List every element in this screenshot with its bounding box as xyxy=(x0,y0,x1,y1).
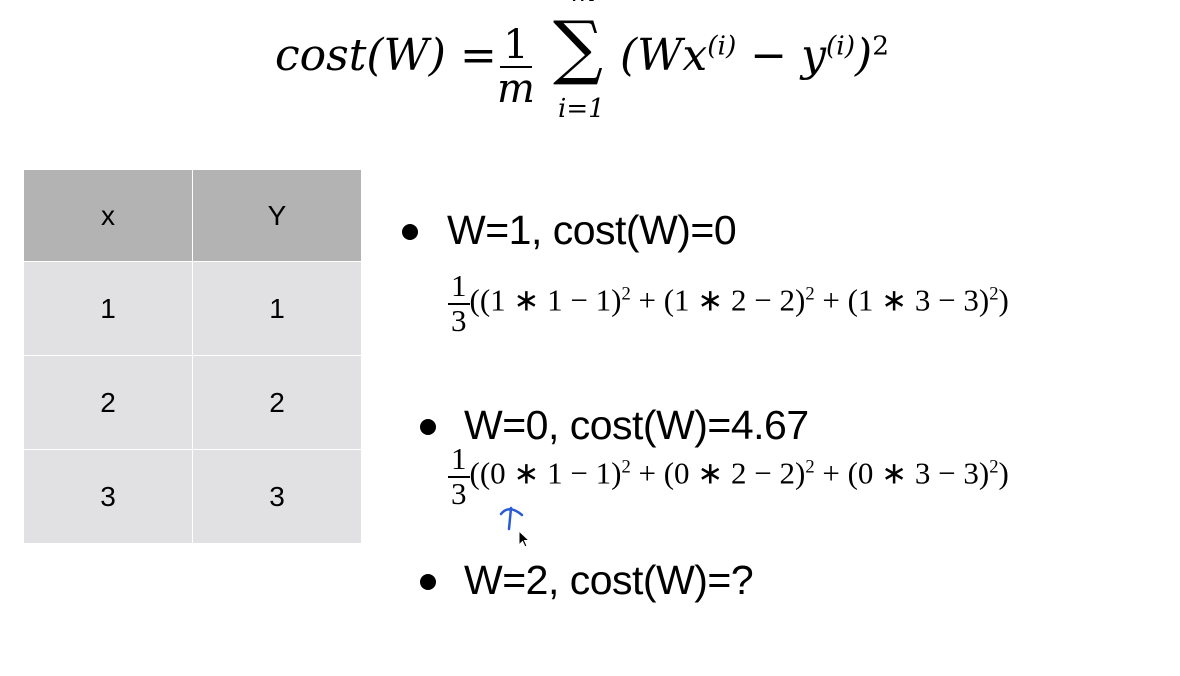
bullet-icon xyxy=(420,574,436,590)
cell: 3 xyxy=(23,449,193,544)
formula-lhs: cost(W) = xyxy=(275,30,497,81)
header-x: x xyxy=(23,169,193,262)
body-open: (Wx xyxy=(620,30,708,81)
bullet-w2: W=2, cost(W)=? xyxy=(464,557,754,603)
power: 2 xyxy=(805,456,815,478)
denominator: 3 xyxy=(451,475,467,511)
numerator: 1 xyxy=(448,442,470,478)
power: 2 xyxy=(989,456,999,478)
bullet-icon xyxy=(420,419,436,435)
tail: ) xyxy=(998,455,1009,491)
cell: 2 xyxy=(191,355,363,450)
numerator: 1 xyxy=(500,24,532,68)
close-paren: ) xyxy=(855,30,873,81)
sum-upper: m xyxy=(571,0,596,8)
power: 2 xyxy=(989,283,999,305)
power: 2 xyxy=(621,283,631,305)
power: 2 xyxy=(805,283,815,305)
sum-lower: i=1 xyxy=(558,94,605,124)
power: 2 xyxy=(872,30,889,62)
tail: ) xyxy=(998,282,1009,318)
sup-i: (i) xyxy=(825,30,856,62)
term: + (0 ∗ 3 − 3) xyxy=(814,455,990,491)
header-y: Y xyxy=(191,169,363,262)
bullet-w0: W=0, cost(W)=4.67 xyxy=(464,402,809,448)
term: ((0 ∗ 1 − 1) xyxy=(469,455,622,491)
formula-body: (Wx(i) − y(i))2 xyxy=(620,30,889,81)
term: + (1 ∗ 3 − 3) xyxy=(814,282,990,318)
mouse-cursor-icon xyxy=(518,530,531,548)
denominator: 3 xyxy=(451,302,467,338)
denominator: m xyxy=(497,66,535,112)
numerator: 1 xyxy=(448,269,470,305)
pen-arrow-annotation-icon xyxy=(499,506,524,531)
term: ((1 ∗ 1 − 1) xyxy=(469,282,622,318)
power: 2 xyxy=(621,456,631,478)
cell: 1 xyxy=(191,261,363,356)
sup-i: (i) xyxy=(707,30,737,62)
term: + (1 ∗ 2 − 2) xyxy=(630,282,806,318)
bullet-w1: W=1, cost(W)=0 xyxy=(447,207,737,253)
cell: 3 xyxy=(191,449,363,544)
sum-symbol: ∑ xyxy=(553,6,603,88)
cell: 2 xyxy=(23,355,193,450)
cell: 1 xyxy=(23,261,193,356)
term: + (0 ∗ 2 − 2) xyxy=(630,455,806,491)
bullet-icon xyxy=(402,224,418,240)
minus-y: − y xyxy=(736,30,826,81)
